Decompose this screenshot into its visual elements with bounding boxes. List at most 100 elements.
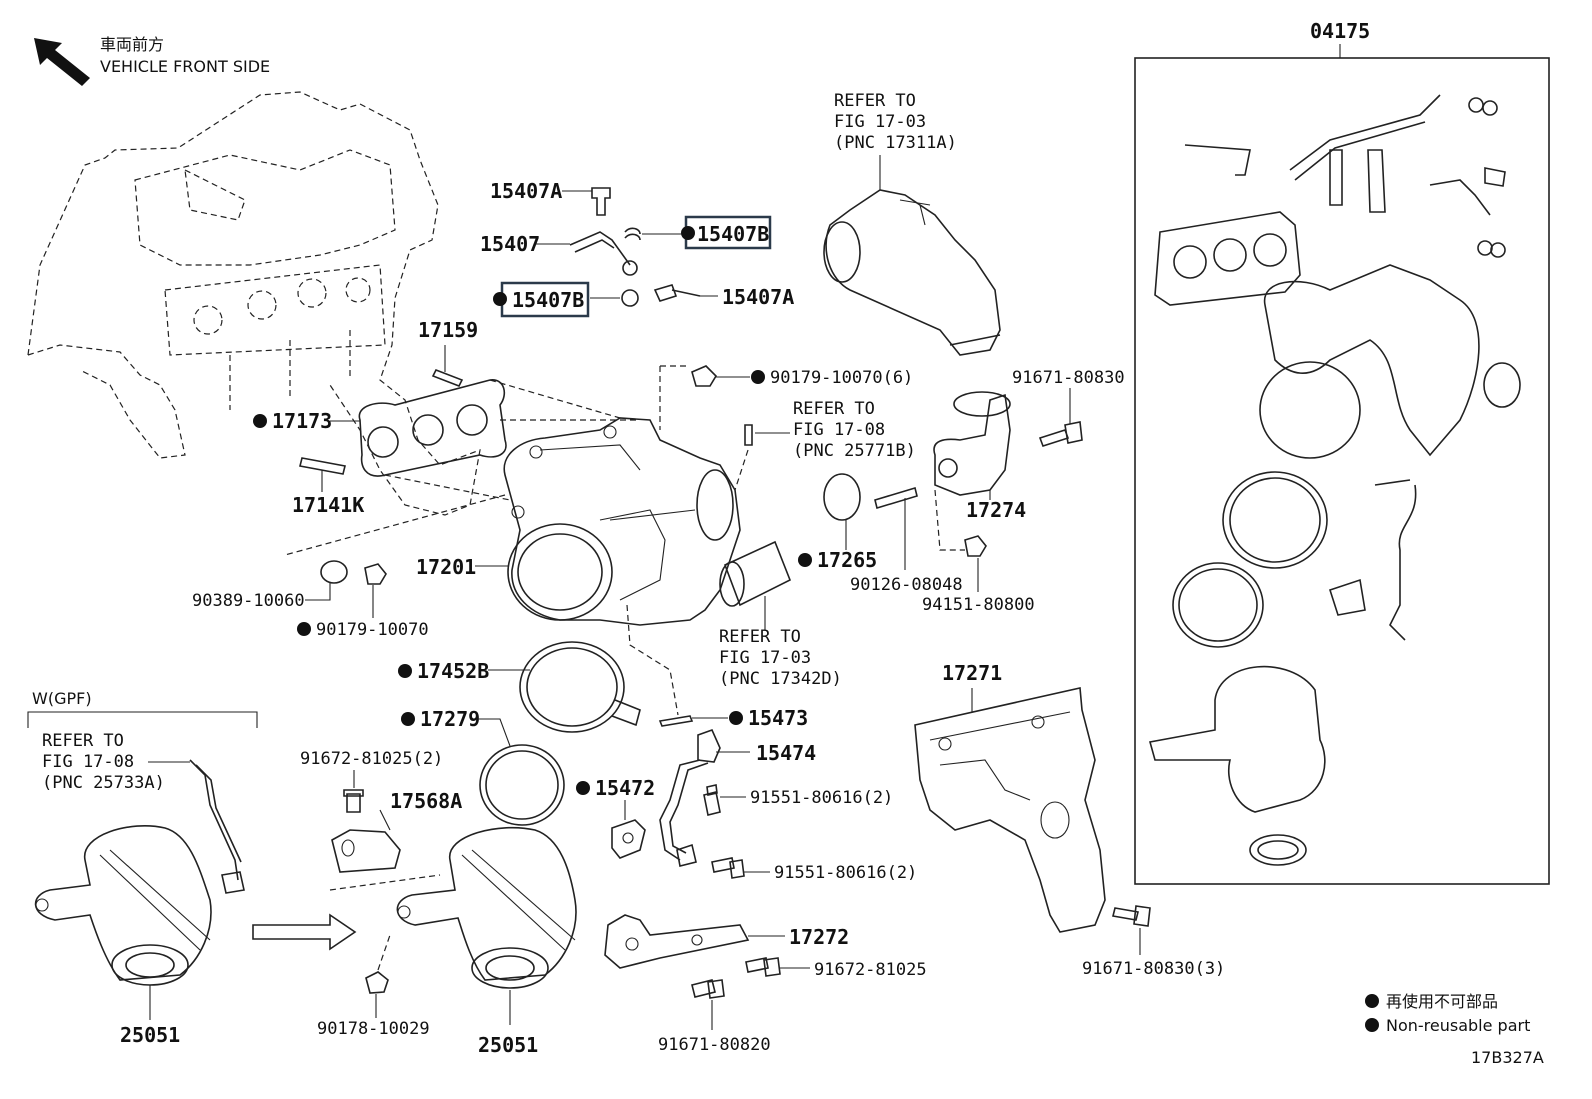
label-90389-10060: 90389-10060 [192, 591, 305, 611]
label-17279: 17279 [420, 707, 480, 731]
label-15407B-left: 15407B [512, 288, 584, 312]
kit-contents [1148, 94, 1521, 866]
intake-hose [719, 540, 792, 607]
label-17272: 17272 [789, 925, 849, 949]
label-91551-80616-b: 91551-80616(2) [774, 863, 917, 883]
stud-17141K [299, 457, 346, 492]
legend-text-en: Non-reusable part [1386, 1016, 1530, 1035]
figure-code: 17B327A [1471, 1048, 1544, 1067]
refer2-line1: REFER TO [793, 399, 875, 419]
refer3-line1: REFER TO [719, 627, 801, 647]
arrow-right-icon [252, 913, 357, 951]
nut-90178-10029 [365, 971, 389, 994]
bracket-17568A [331, 829, 401, 873]
label-15474: 15474 [756, 741, 816, 765]
bolt-91671-80830 [1038, 421, 1083, 447]
refer2-line2: FIG 17-08 [793, 420, 885, 440]
bolt-91551-80616-b [711, 857, 745, 879]
label-90179-10070: 90179-10070 [316, 620, 429, 640]
label-17201: 17201 [416, 555, 476, 579]
bolt-91671-80820 [691, 979, 725, 999]
collar-90389-10060 [320, 560, 348, 584]
non-reusable-dot [681, 226, 695, 240]
non-reusable-dot [729, 711, 743, 725]
refer4-line3: (PNC 25733A) [42, 773, 165, 793]
refer4-line2: FIG 17-08 [42, 752, 134, 772]
label-94151-80800: 94151-80800 [922, 595, 1035, 615]
non-reusable-dot [751, 370, 765, 384]
engine-block-outline [27, 91, 481, 516]
gasket-15472 [611, 819, 646, 859]
refer4-line1: REFER TO [42, 731, 124, 751]
legend-dot-icon [1365, 1018, 1379, 1032]
bolt-91672-81025 [745, 957, 781, 977]
label-17141K: 17141K [292, 493, 364, 517]
bolt-91672-81025-2 [343, 789, 364, 813]
refer1-line1: REFER TO [834, 91, 916, 111]
non-reusable-dot [253, 414, 267, 428]
refer1-line3: (PNC 17311A) [834, 133, 957, 153]
non-reusable-dot [401, 712, 415, 726]
intake-pipe [823, 189, 1001, 356]
elbow-17274 [933, 391, 1011, 496]
catalytic-converter-25051-left [34, 825, 212, 986]
bolt-91551-80616-a [703, 784, 721, 816]
label-15472: 15472 [595, 776, 655, 800]
label-17271: 17271 [942, 661, 1002, 685]
turbocharger-17201 [503, 417, 741, 626]
refer3-line2: FIG 17-03 [719, 648, 811, 668]
label-91551-80616-a: 91551-80616(2) [750, 788, 893, 808]
non-reusable-dot [493, 292, 507, 306]
label-15407: 15407 [480, 232, 540, 256]
gasket-17173 [358, 379, 507, 477]
refer2-line3: (PNC 25771B) [793, 441, 916, 461]
label-25051-left: 25051 [120, 1023, 180, 1047]
label-91672-81025-2: 91672-81025(2) [300, 749, 443, 769]
label-25051-right: 25051 [478, 1033, 538, 1057]
label-17452B: 17452B [417, 659, 489, 683]
nut-90179-10070-6 [691, 365, 718, 387]
arrow-up-left-icon [34, 38, 90, 86]
hose-connector [744, 424, 753, 446]
label-wgpf: W(GPF) [32, 689, 92, 708]
stud-90126-08048 [874, 486, 918, 510]
label-15407A-right: 15407A [722, 285, 794, 309]
vehicle-front-text-en: VEHICLE FRONT SIDE [100, 57, 270, 76]
kit-04175-box [1134, 44, 1550, 885]
sensor-wire [189, 759, 245, 894]
refer1-line2: FIG 17-03 [834, 112, 926, 132]
legend-dot-icon [1365, 994, 1379, 1008]
vehicle-front-text-jp: 車両前方 [100, 35, 164, 54]
pipe-15474 [659, 728, 721, 867]
label-91672-81025: 91672-81025 [814, 960, 927, 980]
label-15407A-top: 15407A [490, 179, 562, 203]
clip-15473 [658, 715, 694, 727]
stud-17159 [431, 345, 464, 388]
gasket-17265 [823, 473, 861, 521]
label-91671-80830-3: 91671-80830(3) [1082, 959, 1225, 979]
nut-94151-80800 [964, 535, 987, 557]
legend-text-jp: 再使用不可部品 [1386, 992, 1498, 1011]
oil-pipe-15407 [569, 187, 701, 307]
catalytic-converter-25051-right [396, 826, 577, 989]
label-15473: 15473 [748, 706, 808, 730]
label-90179-10070-6: 90179-10070(6) [770, 368, 913, 388]
refer3-line3: (PNC 17342D) [719, 669, 842, 689]
heat-insulator-17271 [914, 687, 1106, 933]
gasket-17279 [479, 744, 565, 826]
label-04175: 04175 [1310, 19, 1370, 43]
label-17159: 17159 [418, 318, 478, 342]
bolt-91671-80830-3 [1112, 905, 1151, 927]
label-17173: 17173 [272, 409, 332, 433]
label-15407B-top: 15407B [697, 222, 769, 246]
non-reusable-dot [798, 553, 812, 567]
non-reusable-dot [576, 781, 590, 795]
clamp-17452B [519, 641, 641, 733]
bracket-17272 [604, 914, 750, 969]
wgpf-bracket [27, 711, 258, 728]
nut-90179-10070 [364, 563, 387, 585]
label-17568A: 17568A [390, 789, 462, 813]
non-reusable-dot [297, 622, 311, 636]
label-90178-10029: 90178-10029 [317, 1019, 430, 1039]
label-17265: 17265 [817, 548, 877, 572]
